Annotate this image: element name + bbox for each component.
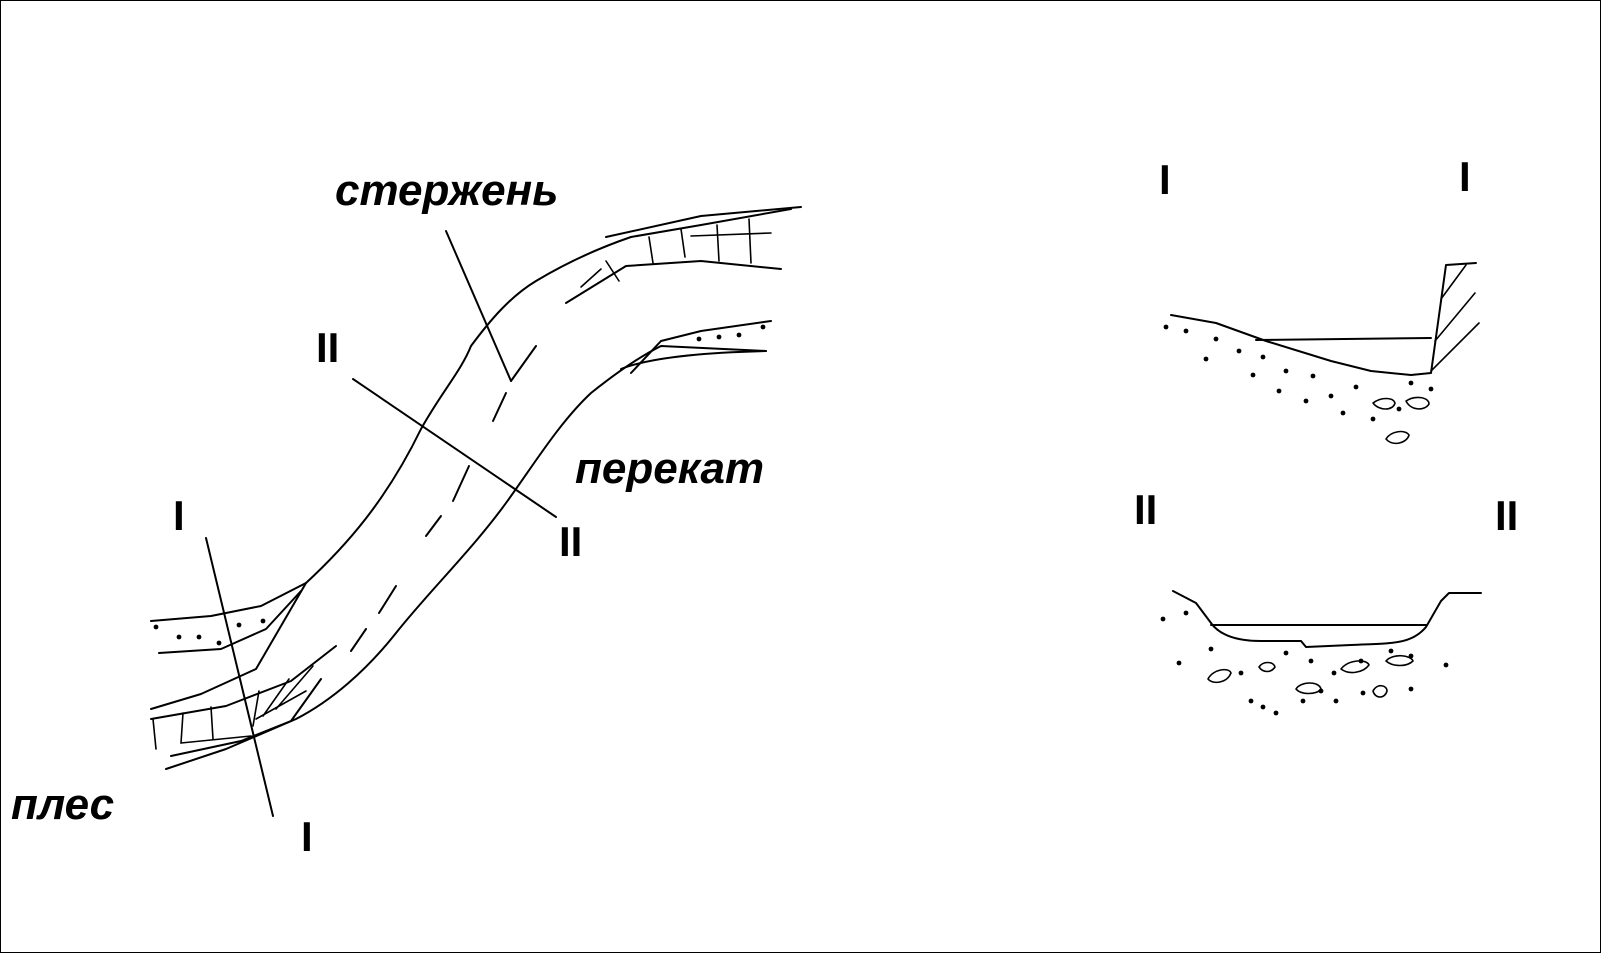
river-plan xyxy=(150,206,802,817)
section-line-1 xyxy=(205,537,274,817)
section2-profile-right: II xyxy=(1495,492,1519,539)
lower-left-bank-bottom xyxy=(170,678,322,757)
section2-sediment-dots xyxy=(1160,610,1449,716)
section2-bed xyxy=(1172,590,1482,648)
lower-left-shoal-dots xyxy=(153,618,266,646)
label-pool: плес xyxy=(11,780,115,829)
section2-plan-end: II xyxy=(559,518,583,565)
lower-left-shoal-outer xyxy=(150,582,307,622)
section2-profile-left: II xyxy=(1134,486,1158,533)
section1-plan-end: I xyxy=(301,813,313,860)
lower-right-shoal-edge xyxy=(620,350,767,370)
upper-bank-hatching xyxy=(580,218,772,288)
section2-plan-start: II xyxy=(316,324,340,371)
thalweg-dashes xyxy=(350,345,537,652)
section2-pebbles xyxy=(1207,654,1414,698)
section1-profile-right: I xyxy=(1459,153,1471,200)
upper-bank-inner-line xyxy=(565,260,782,304)
lower-left-bank-hatching xyxy=(152,665,314,750)
section1-profile-left: I xyxy=(1159,156,1171,203)
section1-pebbles xyxy=(1372,396,1430,445)
river-right-bank xyxy=(165,345,767,770)
lower-left-shoal-inner xyxy=(158,590,302,654)
section1-sediment-dots xyxy=(1163,324,1434,422)
cross-section-2 xyxy=(1160,590,1482,716)
upper-bank-outer-line xyxy=(605,206,802,238)
section1-bed xyxy=(1170,262,1477,376)
lower-right-shoal-dots xyxy=(696,324,766,342)
river-left-bank xyxy=(150,208,792,710)
section1-plan-start: I xyxy=(173,492,185,539)
lower-right-shoal-line xyxy=(630,320,772,374)
section-line-2 xyxy=(352,378,557,518)
lower-left-bank-top xyxy=(150,645,337,720)
section1-bank-hatching xyxy=(1430,264,1480,372)
section1-water-line xyxy=(1255,337,1432,341)
rod-pointer-line xyxy=(445,230,512,382)
cross-section-1 xyxy=(1163,262,1480,445)
label-rod: стержень xyxy=(335,166,559,215)
label-riffle: перекат xyxy=(575,444,765,493)
